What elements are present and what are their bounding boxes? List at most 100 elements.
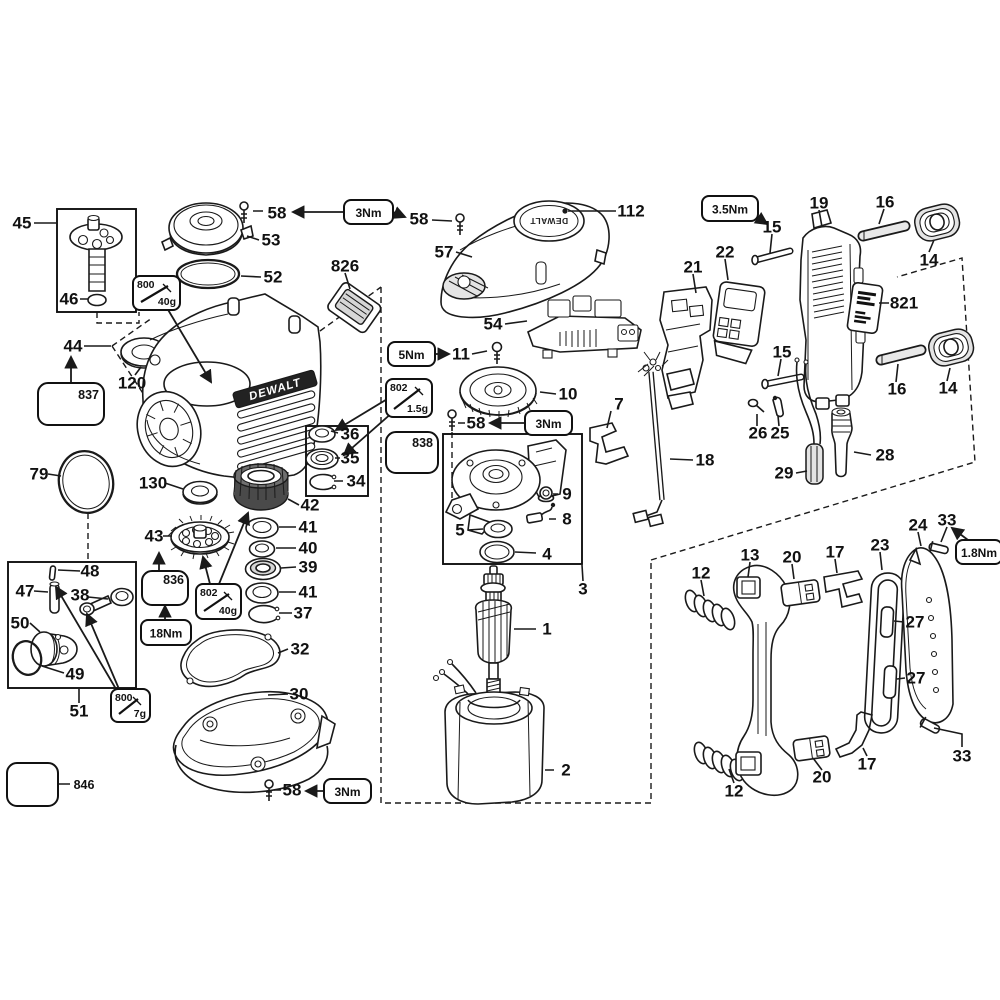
part-label-826: 826 — [331, 257, 359, 276]
part-826-nameplate — [327, 282, 382, 334]
part-33-pin-top — [928, 541, 949, 555]
part-label-34: 34 — [347, 472, 366, 491]
part-label-16: 16 — [888, 380, 907, 399]
part-label-35: 35 — [341, 449, 360, 468]
part-35-bearing — [305, 448, 339, 470]
part-label-57: 57 — [435, 243, 454, 262]
part-41-bearing-upper — [245, 517, 279, 539]
part-24-handle-cover — [900, 546, 954, 724]
part-label-12: 12 — [725, 782, 744, 801]
leader-arrows — [54, 205, 969, 798]
part-49-oring — [11, 640, 43, 676]
part-label-26: 26 — [749, 424, 768, 443]
svg-text:1.8Nm: 1.8Nm — [961, 546, 997, 560]
svg-text:802: 802 — [390, 382, 408, 394]
part-36-35-34-box — [305, 425, 369, 497]
part-label-16: 16 — [876, 193, 895, 212]
part-25-clip — [772, 395, 784, 418]
part-label-58: 58 — [283, 781, 302, 800]
part-label-22: 22 — [716, 243, 735, 262]
part-label-50: 50 — [11, 614, 30, 633]
svg-text:18Nm: 18Nm — [150, 627, 183, 641]
grease-tube-icon — [393, 388, 421, 410]
part-label-23: 23 — [871, 536, 890, 555]
part-2-field — [432, 658, 545, 805]
part-label-8: 8 — [562, 510, 571, 529]
svg-text:800: 800 — [115, 692, 133, 704]
part-label-58: 58 — [268, 204, 287, 223]
part-label-112: 112 — [617, 202, 644, 221]
part-label-17: 17 — [858, 755, 877, 774]
part-58-screw-bottom — [264, 779, 274, 801]
part-28-cord-boot — [831, 407, 853, 478]
part-52-oring — [175, 258, 241, 290]
part-47-pin — [49, 581, 60, 614]
part-33-pin-bottom — [919, 716, 941, 734]
part-18-wire-rod — [632, 351, 669, 528]
kit-box-836: 836 — [141, 570, 189, 606]
part-10-fan — [459, 366, 538, 418]
torque-box-3Nm: 3Nm — [524, 410, 573, 436]
part-16-pin-bottom — [875, 344, 927, 366]
part-label-79: 79 — [30, 465, 49, 484]
part-42-gear — [233, 463, 289, 511]
svg-text:800: 800 — [137, 279, 155, 291]
part-label-4: 4 — [542, 545, 552, 564]
part-label-15: 15 — [763, 218, 782, 237]
part-label-14: 14 — [939, 379, 958, 398]
torque-box-3.5Nm: 3.5Nm — [701, 195, 759, 222]
part-17-lever-top — [823, 570, 864, 608]
part-label-5: 5 — [455, 521, 464, 540]
part-14-boot-top — [914, 203, 961, 242]
part-label-24: 24 — [909, 516, 928, 535]
part-21-bracket — [659, 286, 713, 410]
part-label-19: 19 — [810, 194, 829, 213]
part-label-10: 10 — [559, 385, 578, 404]
part-label-42: 42 — [301, 496, 320, 515]
part-51-piston-assembly — [7, 561, 137, 689]
svg-text:7g: 7g — [134, 708, 146, 720]
part-label-12: 12 — [692, 564, 711, 583]
part-53-bearing-cap — [160, 202, 254, 256]
housing-grille — [237, 390, 316, 471]
part-label-47: 47 — [16, 582, 35, 601]
part-14-boot-bottom — [928, 328, 975, 367]
svg-text:3Nm: 3Nm — [535, 417, 561, 431]
part-label-20: 20 — [783, 548, 802, 567]
torque-box-5Nm: 5Nm — [387, 341, 436, 367]
part-7-clip — [589, 422, 630, 465]
part-26-screw — [747, 398, 765, 413]
svg-text:40g: 40g — [219, 605, 237, 617]
part-label-1: 1 — [542, 620, 551, 639]
part-label-27: 27 — [907, 669, 926, 688]
part-label-20: 20 — [813, 768, 832, 787]
part-label-48: 48 — [81, 562, 100, 581]
part-label-15: 15 — [773, 343, 792, 362]
part-12-spring-top — [684, 589, 736, 631]
part-label-40: 40 — [299, 539, 318, 558]
part-label-27: 27 — [906, 613, 925, 632]
part-main-housing: DEWALT — [136, 293, 322, 481]
kit-box-838: 838 — [385, 431, 439, 474]
part-label-46: 46 — [60, 290, 79, 309]
leader-lines — [29, 208, 963, 791]
part-20-connector-top — [780, 579, 821, 607]
part-label-2: 2 — [561, 761, 570, 780]
part-58-screw-top-right — [455, 213, 465, 235]
svg-text:802: 802 — [200, 587, 218, 599]
part-label-54: 54 — [484, 315, 503, 334]
part-16-pin-top — [857, 220, 911, 242]
part-label-3: 3 — [578, 580, 587, 599]
kit-box-846: 846 — [6, 762, 94, 807]
svg-text:3Nm: 3Nm — [355, 206, 381, 220]
part-label-58: 58 — [467, 414, 486, 433]
part-41-bearing-lower — [245, 582, 279, 604]
part-58-screw-top-left — [239, 201, 249, 223]
svg-text:3.5Nm: 3.5Nm — [712, 203, 748, 217]
part-34-circlip — [309, 473, 337, 491]
